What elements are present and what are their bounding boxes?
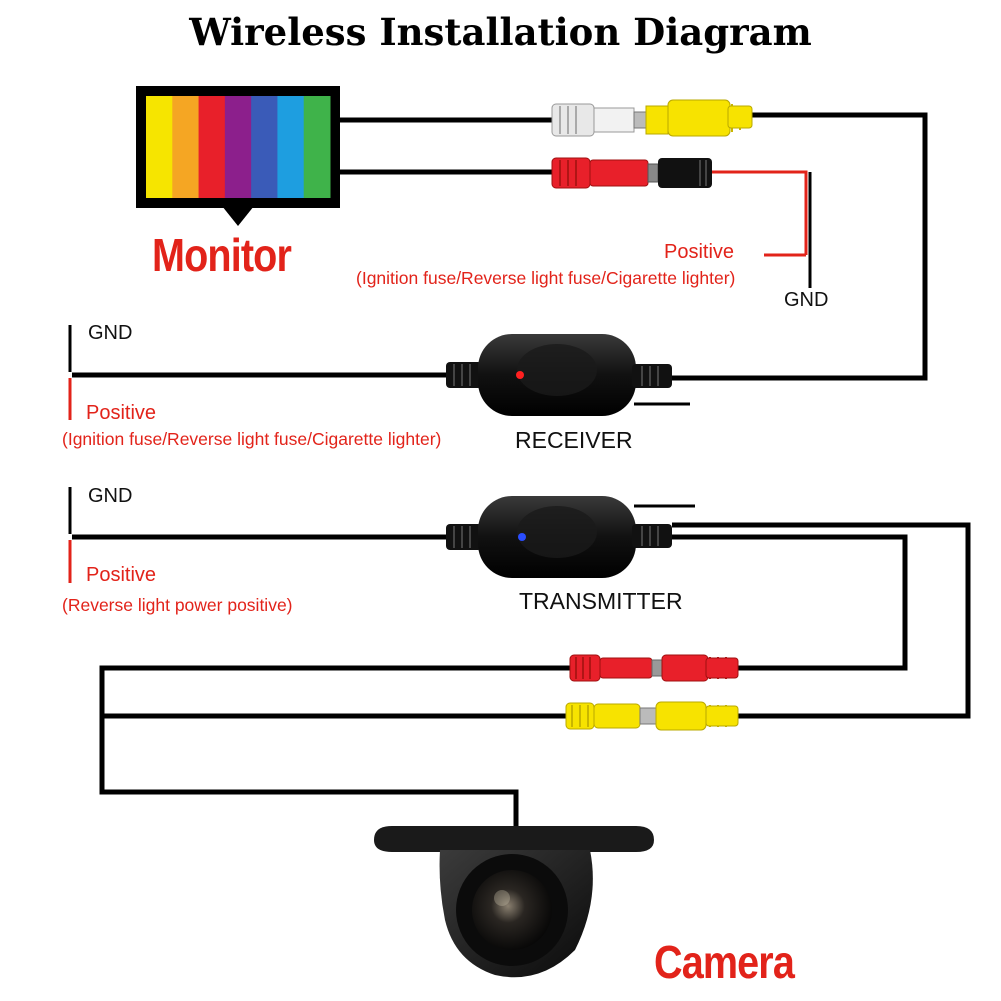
screen-color-bar [251,96,278,198]
receiver-label: RECEIVER [515,427,633,453]
receiver-led [516,371,524,379]
monitor-positive-note: (Ignition fuse/Reverse light fuse/Cigare… [356,268,736,288]
transmitter-label: TRANSMITTER [519,588,683,614]
receiver-positive-label: Positive [86,402,157,424]
receiver-box [446,334,672,416]
monitor-screen [146,96,331,198]
transmitter-box [446,496,672,578]
receiver-gnd-label: GND [88,322,133,344]
transmitter-positive-note: (Reverse light power positive) [62,595,293,615]
camera-lens [472,870,552,950]
transmitter-led [518,533,526,541]
wires [68,112,971,826]
screen-color-bar [172,96,200,198]
monitor-video-connector [551,99,753,137]
screen-color-bar [198,96,226,198]
monitor-power-connector [551,157,712,189]
monitor [136,86,340,226]
camera-mount-plate [374,826,654,852]
monitor-video-wire [338,112,928,381]
receiver-positive-note: (Ignition fuse/Reverse light fuse/Cigare… [62,429,442,449]
diagram-title: Wireless Installation Diagram [189,10,812,54]
monitor-gnd-label: GND [784,289,829,311]
transmitter-gnd-label: GND [88,485,133,507]
monitor-stand [222,206,254,226]
screen-color-bar [303,96,331,198]
monitor-power-red-wire [712,170,808,255]
transmitter-yellow-loop [672,522,971,719]
camera-power-connector [569,654,739,682]
camera [374,826,654,978]
camera-label: Camera [654,936,795,988]
monitor-positive-label: Positive [664,241,735,263]
transmitter-positive-label: Positive [86,564,157,586]
screen-color-bar [146,96,173,198]
screen-color-bar [277,96,305,198]
screen-color-bar [224,96,252,198]
camera-video-connector [565,701,739,731]
monitor-label: Monitor [152,229,292,281]
transmitter-red-loop [672,534,908,671]
camera-red-wire [99,665,570,826]
